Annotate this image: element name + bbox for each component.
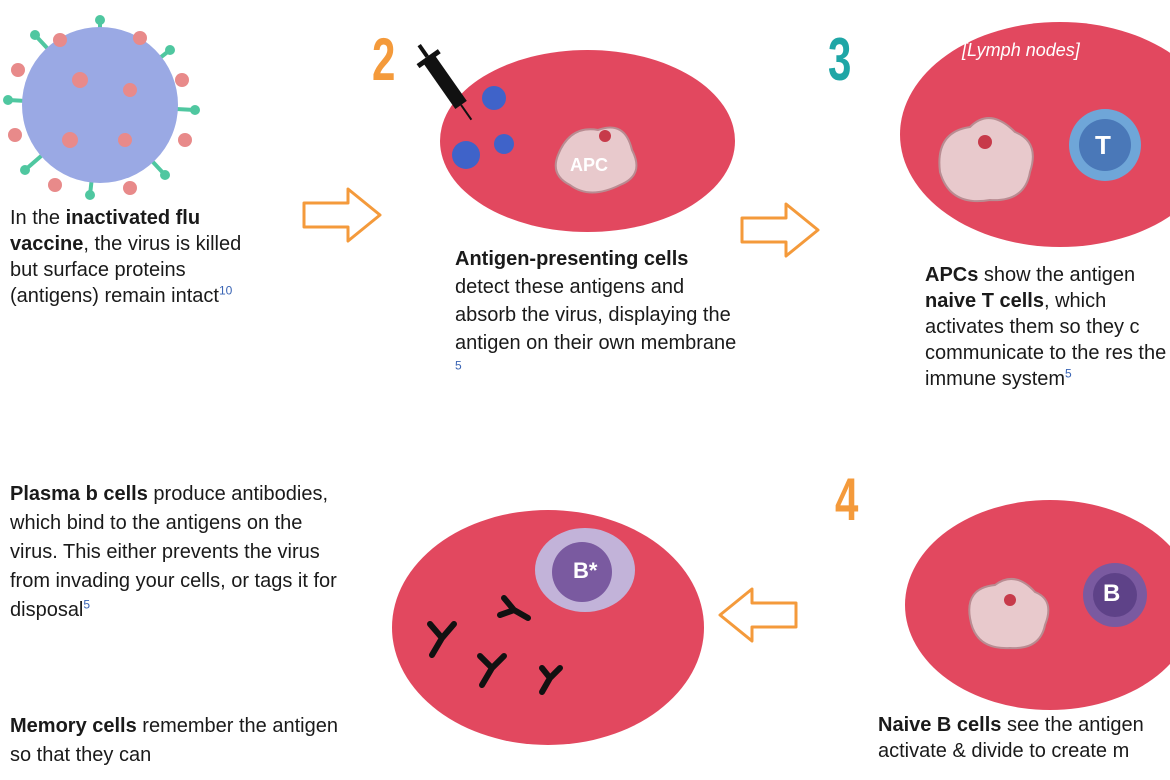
- b-star-label: B*: [573, 558, 598, 583]
- step1-text: In the inactivated flu vaccine, the viru…: [10, 207, 242, 307]
- step-number-4: 4: [835, 466, 859, 533]
- step2-text: Antigen-presenting cells detect these an…: [455, 248, 737, 373]
- virus-illustration: [0, 10, 210, 200]
- plasma-text: Plasma b cells produce antibodies, which…: [10, 483, 337, 621]
- step3-circle: [900, 22, 1170, 247]
- step4-text: Naive B cells see the antigen activate &…: [878, 714, 1144, 762]
- step3-text: APCs show the antigen naive T cells, whi…: [925, 264, 1167, 390]
- b-cell-label: B: [1103, 580, 1121, 607]
- step5-circle: [392, 510, 704, 745]
- arrow-right-2: [738, 200, 823, 260]
- apc-label: APC: [570, 155, 609, 175]
- lymph-nodes-label: [Lymph nodes]: [962, 40, 1080, 60]
- step4-circle: [905, 500, 1170, 710]
- arrow-left-3: [715, 585, 800, 645]
- step2-circle: [440, 50, 735, 232]
- memory-text: Memory cells remember the antigen so tha…: [10, 715, 338, 766]
- step-number-2: 2: [372, 26, 396, 93]
- syringe-icon: [410, 35, 480, 130]
- arrow-right-1: [300, 185, 385, 245]
- t-cell-label: T: [1095, 130, 1111, 160]
- step-number-3: 3: [828, 26, 852, 93]
